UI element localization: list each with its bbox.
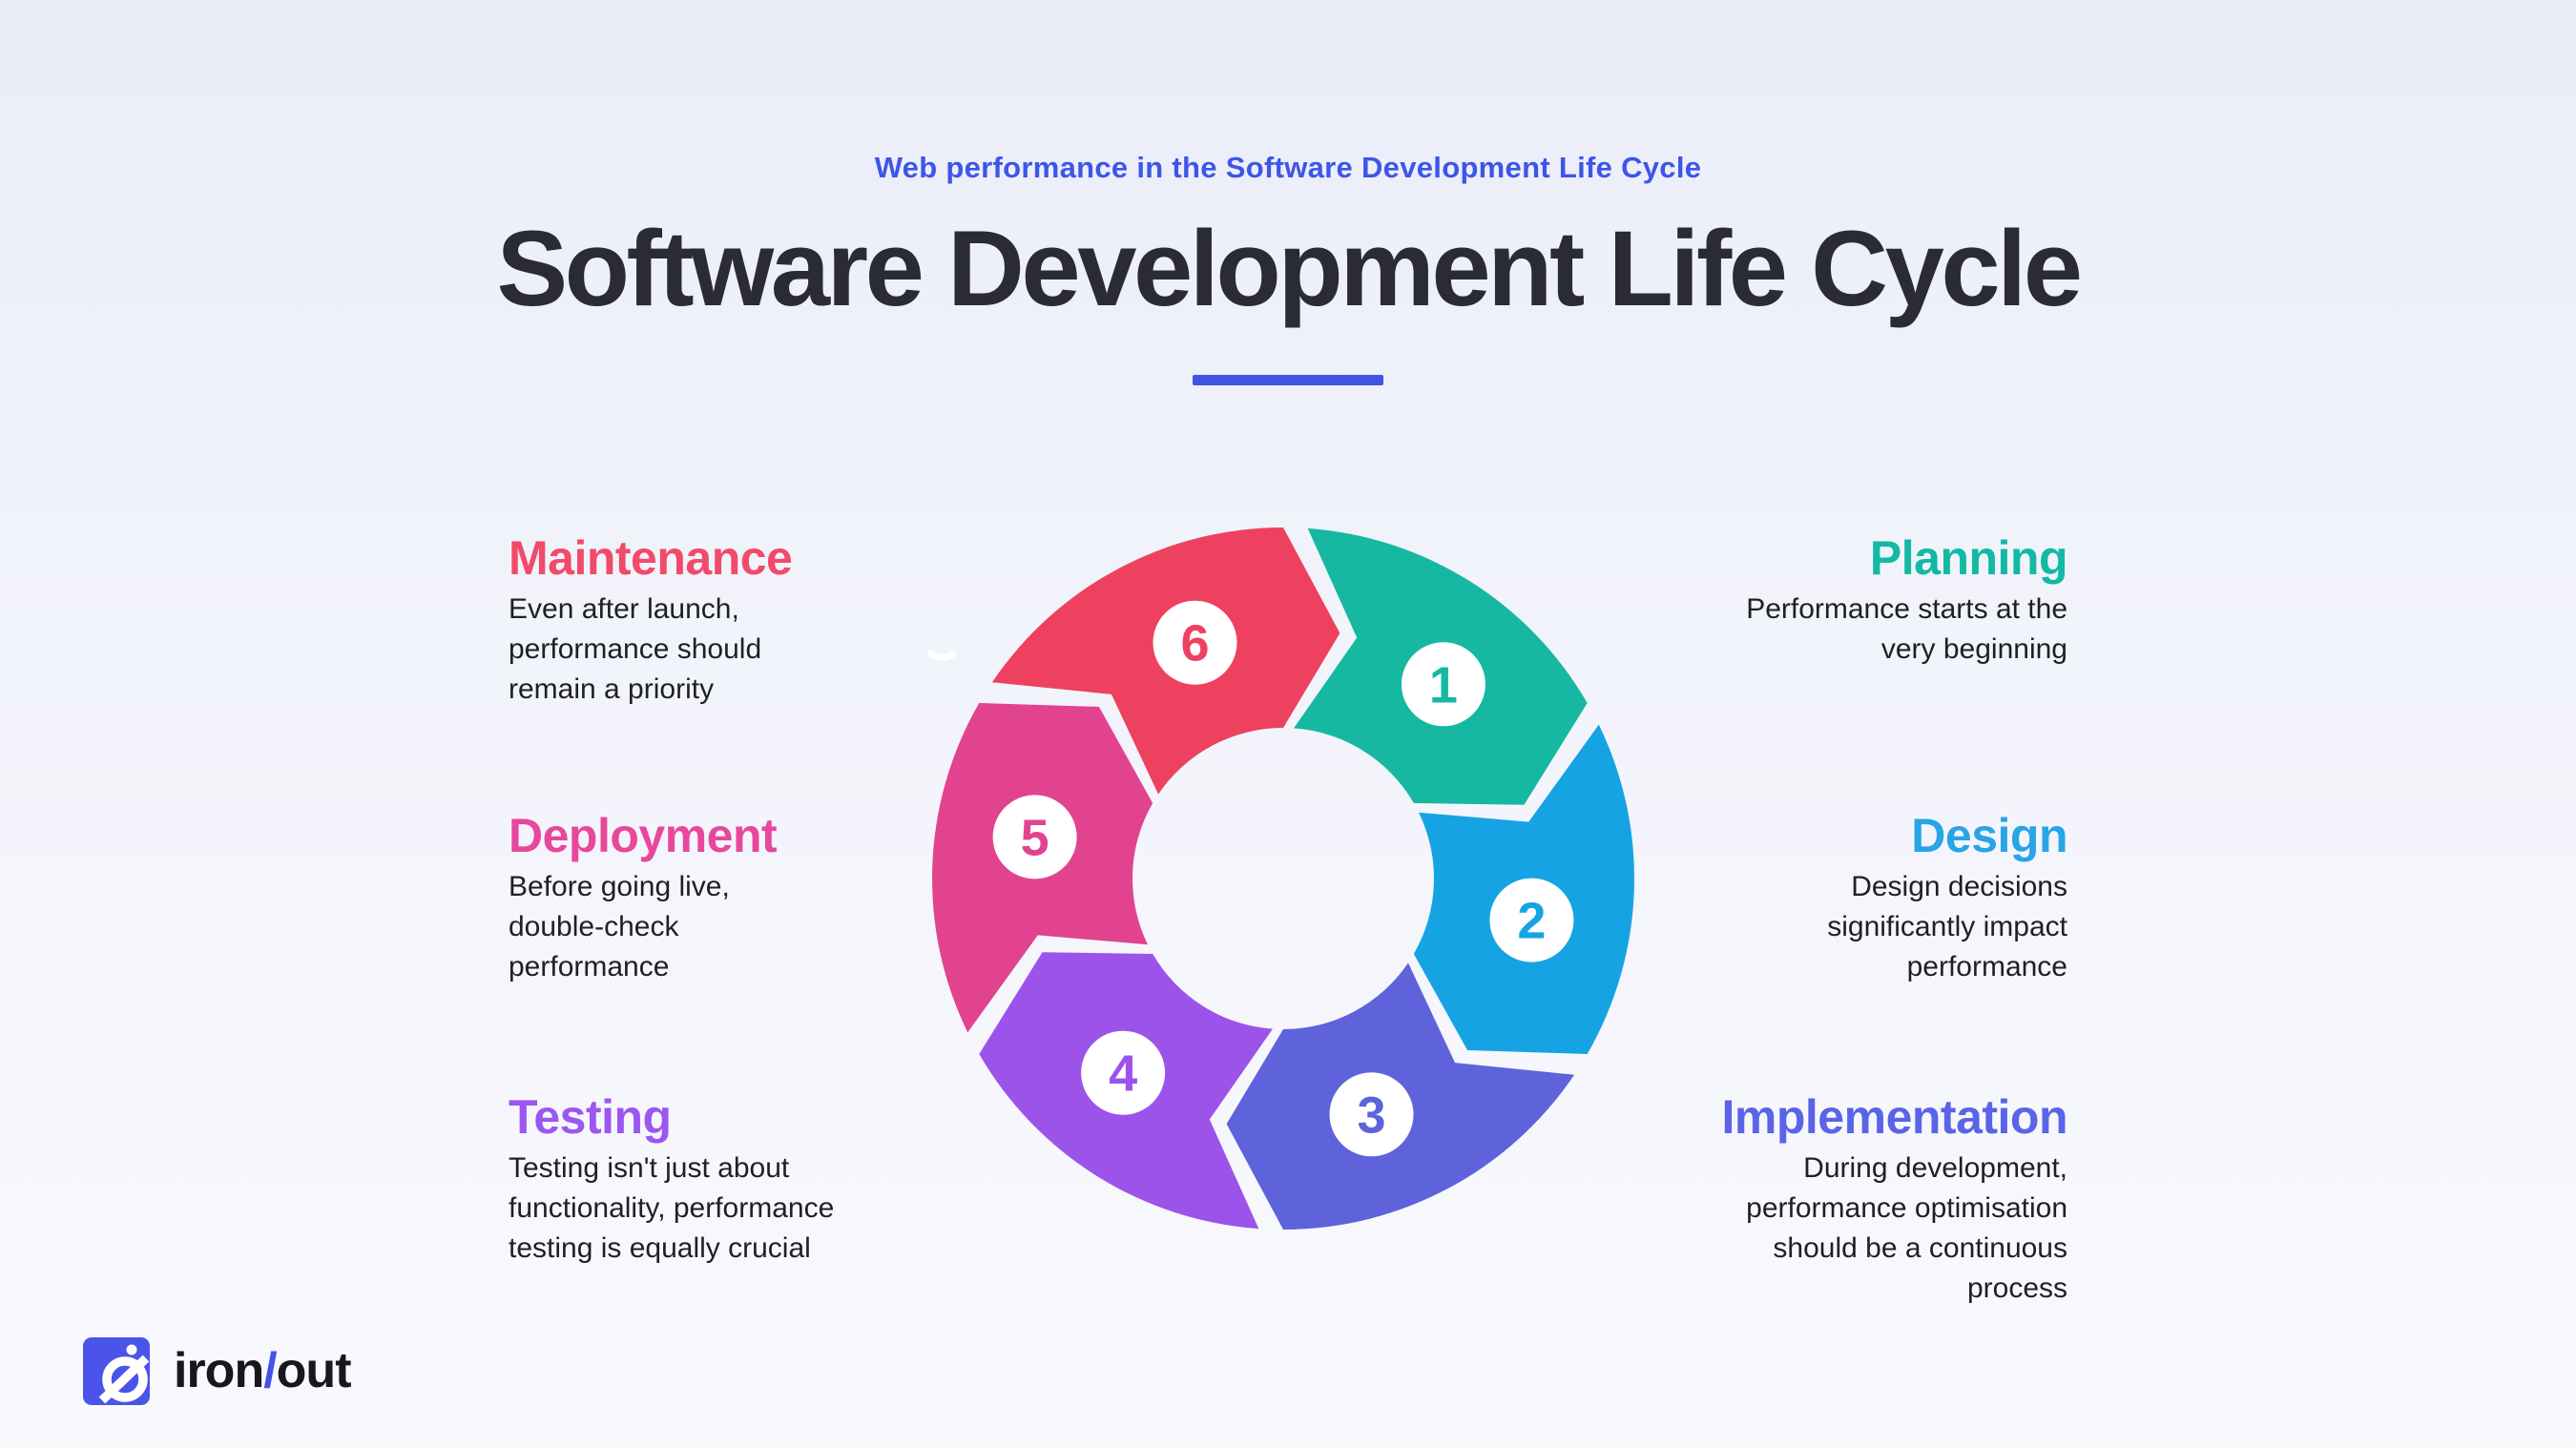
- wheel-number-circle-3: [1329, 1072, 1414, 1157]
- wheel-number-circle-5: [992, 795, 1077, 879]
- phase-block-design: Design Design decisions significantly im…: [1438, 806, 2067, 987]
- phase-block-deployment: Deployment Before going live, double-che…: [509, 806, 1138, 987]
- phase-heading-testing: Testing: [509, 1090, 672, 1144]
- wheel-number-circle-4: [1081, 1030, 1166, 1115]
- brand-word-left: iron: [174, 1343, 264, 1398]
- brand-slash: /: [263, 1343, 277, 1398]
- phase-description-implementation: During development, performance optimisa…: [1746, 1152, 2067, 1304]
- phase-description-planning: Performance starts at the very beginning: [1746, 593, 2067, 665]
- brand-logo-mark: [83, 1337, 150, 1405]
- wheel-number-6: 6: [1180, 615, 1209, 672]
- phase-heading-design: Design: [1911, 809, 2067, 862]
- sdlc-cycle-wheel-diagram: 1 2 3 4 5 6: [931, 527, 1635, 1230]
- phase-block-testing: Testing Testing isn't just about functio…: [509, 1087, 1138, 1269]
- phase-heading-implementation: Implementation: [1721, 1090, 2068, 1144]
- phase-heading-planning: Planning: [1869, 531, 2068, 585]
- wheel-number-1: 1: [1429, 656, 1458, 714]
- phase-block-implementation: Implementation During development, perfo…: [1438, 1087, 2068, 1309]
- wheel-number-circle-6: [1153, 600, 1237, 685]
- phase-description-testing: Testing isn't just about functionality, …: [509, 1152, 835, 1264]
- brand-word-right: out: [276, 1343, 352, 1398]
- phase-block-planning: Planning Performance starts at the very …: [1438, 528, 2067, 670]
- phase-description-design: Design decisions significantly impact pe…: [1827, 871, 2067, 983]
- brand-logo: iron/out: [83, 1337, 352, 1405]
- phase-description-maintenance: Even after launch, performance should re…: [509, 593, 762, 705]
- wheel-number-3: 3: [1357, 1086, 1385, 1144]
- phase-description-deployment: Before going live, double-check performa…: [509, 871, 730, 983]
- phase-heading-maintenance: Maintenance: [509, 531, 793, 585]
- wheel-number-2: 2: [1517, 893, 1546, 950]
- eyebrow-subtitle: Web performance in the Software Developm…: [874, 151, 1702, 184]
- title-underline: [1193, 375, 1383, 385]
- brand-logo-text: iron/out: [174, 1337, 352, 1405]
- wheel-number-4: 4: [1109, 1045, 1137, 1103]
- page-title: Software Development Life Cycle: [496, 209, 2083, 328]
- wheel-number-circle-2: [1489, 878, 1574, 962]
- crossed-circle-icon: [98, 1344, 150, 1404]
- phase-block-maintenance: Maintenance Even after launch, performan…: [509, 528, 1138, 710]
- phase-heading-deployment: Deployment: [509, 809, 778, 862]
- wheel-number-5: 5: [1021, 809, 1049, 866]
- wheel-number-circle-1: [1401, 642, 1485, 727]
- white-swoosh-decoration: [927, 650, 956, 661]
